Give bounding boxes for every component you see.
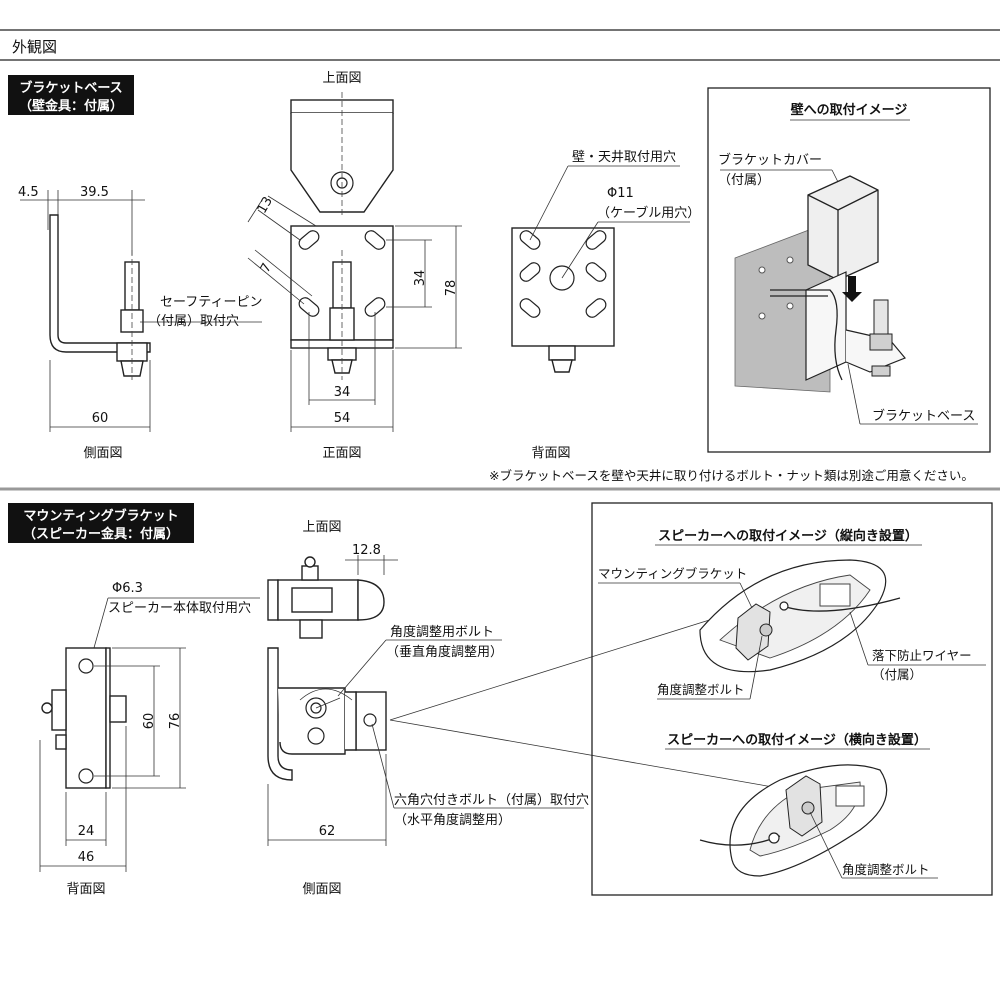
page-title: 外観図: [12, 38, 57, 56]
label-angle-bolt-image-a: 角度調整ボルト: [657, 682, 745, 697]
mounting-bracket-badge-line2: （スピーカー金具：付属）: [23, 526, 179, 542]
label-wall-ceiling-hole: 壁・天井取付用穴: [572, 150, 676, 165]
label-hex-bolt: 六角穴付きボルト（付属）取付穴: [394, 793, 589, 808]
dim-54: 54: [334, 411, 351, 426]
label-angle-bolt: 角度調整用ボルト: [390, 624, 494, 640]
label-top-view-base: 上面図: [322, 71, 361, 86]
label-top-view-mount: 上面図: [302, 520, 341, 535]
dim-39-5: 39.5: [80, 185, 109, 200]
label-cable-hole: （ケーブル用穴）: [597, 205, 700, 221]
label-angle-bolt-vertical: （垂直角度調整用）: [386, 644, 503, 660]
label-safety-pin: セーフティーピン: [160, 295, 262, 310]
dim-76: 76: [168, 713, 183, 730]
label-bracket-base-image: ブラケットベース: [872, 408, 975, 424]
speaker-mount-title-horizontal: スピーカーへの取付イメージ（横向き設置）: [667, 732, 927, 748]
wall-mount-title: 壁への取付イメージ: [791, 102, 908, 118]
dim-24: 24: [78, 824, 95, 839]
label-front-view-base: 正面図: [322, 446, 361, 461]
dim-12-8: 12.8: [352, 543, 381, 558]
bracket-base-badge: ブラケットベース （壁金具：付属）: [8, 75, 134, 115]
dim-34-horizontal: 34: [334, 385, 351, 400]
label-back-view-mount: 背面図: [66, 882, 105, 897]
dim-34-vertical: 34: [413, 270, 428, 287]
dim-60-side: 60: [92, 411, 109, 426]
bracket-base-back-view: 壁・天井取付用穴 Φ11 （ケーブル用穴）: [511, 150, 700, 373]
label-fall-wire: 落下防止ワイヤー: [872, 648, 972, 663]
label-phi6-3: Φ6.3: [112, 581, 143, 596]
label-side-view-mount: 側面図: [302, 882, 341, 897]
label-mounting-bracket-image: マウンティングブラケット: [598, 566, 747, 581]
label-back-view-base: 背面図: [531, 446, 570, 461]
label-side-view-base: 側面図: [83, 446, 122, 461]
label-safety-pin-hole: （付属）取付穴: [148, 314, 239, 329]
mounting-bracket-badge-line1: マウンティングブラケット: [23, 508, 178, 524]
label-bracket-cover-included: （付属）: [718, 173, 770, 188]
bracket-base-badge-line2: （壁金具：付属）: [19, 98, 123, 114]
dim-7: 7: [258, 261, 275, 276]
wall-mount-image-box: 壁への取付イメージ ブラケットカバー （付属） ブラケットベース: [707, 87, 991, 453]
bracket-base-front-view: 13 7 34 78 34 54: [247, 194, 462, 432]
bracket-base-badge-line1: ブラケットベース: [19, 80, 122, 96]
dim-78: 78: [444, 280, 459, 297]
label-phi11: Φ11: [607, 186, 634, 201]
speaker-mount-title-vertical: スピーカーへの取付イメージ（縦向き設置）: [658, 528, 918, 544]
bracket-base-side-view: 4.5 39.5 60 セーフティーピン （付属）取付穴: [18, 185, 262, 432]
mounting-bracket-back-view: Φ6.3 スピーカー本体取付用穴 60 76 24 46: [39, 581, 260, 872]
label-bracket-cover: ブラケットカバー: [718, 152, 822, 168]
bracket-base-note: ※ブラケットベースを壁や天井に取り付けるボルト・ナット類は別途ご用意ください。: [489, 468, 974, 483]
mounting-bracket-top-view: 上面図 12.8: [267, 520, 398, 639]
dim-13: 13: [255, 194, 276, 216]
mounting-bracket-badge: マウンティングブラケット （スピーカー金具：付属）: [8, 503, 194, 543]
label-angle-bolt-image-b: 角度調整ボルト: [842, 862, 930, 877]
dim-62: 62: [319, 824, 336, 839]
label-speaker-hole: スピーカー本体取付用穴: [108, 601, 251, 616]
label-hex-bolt-horizontal: （水平角度調整用）: [394, 812, 511, 828]
mounting-bracket-side-view: 角度調整用ボルト （垂直角度調整用） 六角穴付きボルト（付属）取付穴 （水平角度…: [267, 611, 791, 846]
dim-4-5: 4.5: [18, 185, 39, 200]
dim-46: 46: [78, 850, 95, 865]
label-fall-wire-included: （付属）: [872, 667, 922, 682]
bracket-base-top-view: 上面図: [290, 71, 394, 215]
dim-60-mount: 60: [142, 713, 157, 730]
speaker-mount-image-box: スピーカーへの取付イメージ（縦向き設置） マウンティングブラケット 角度調整ボル…: [591, 502, 993, 896]
